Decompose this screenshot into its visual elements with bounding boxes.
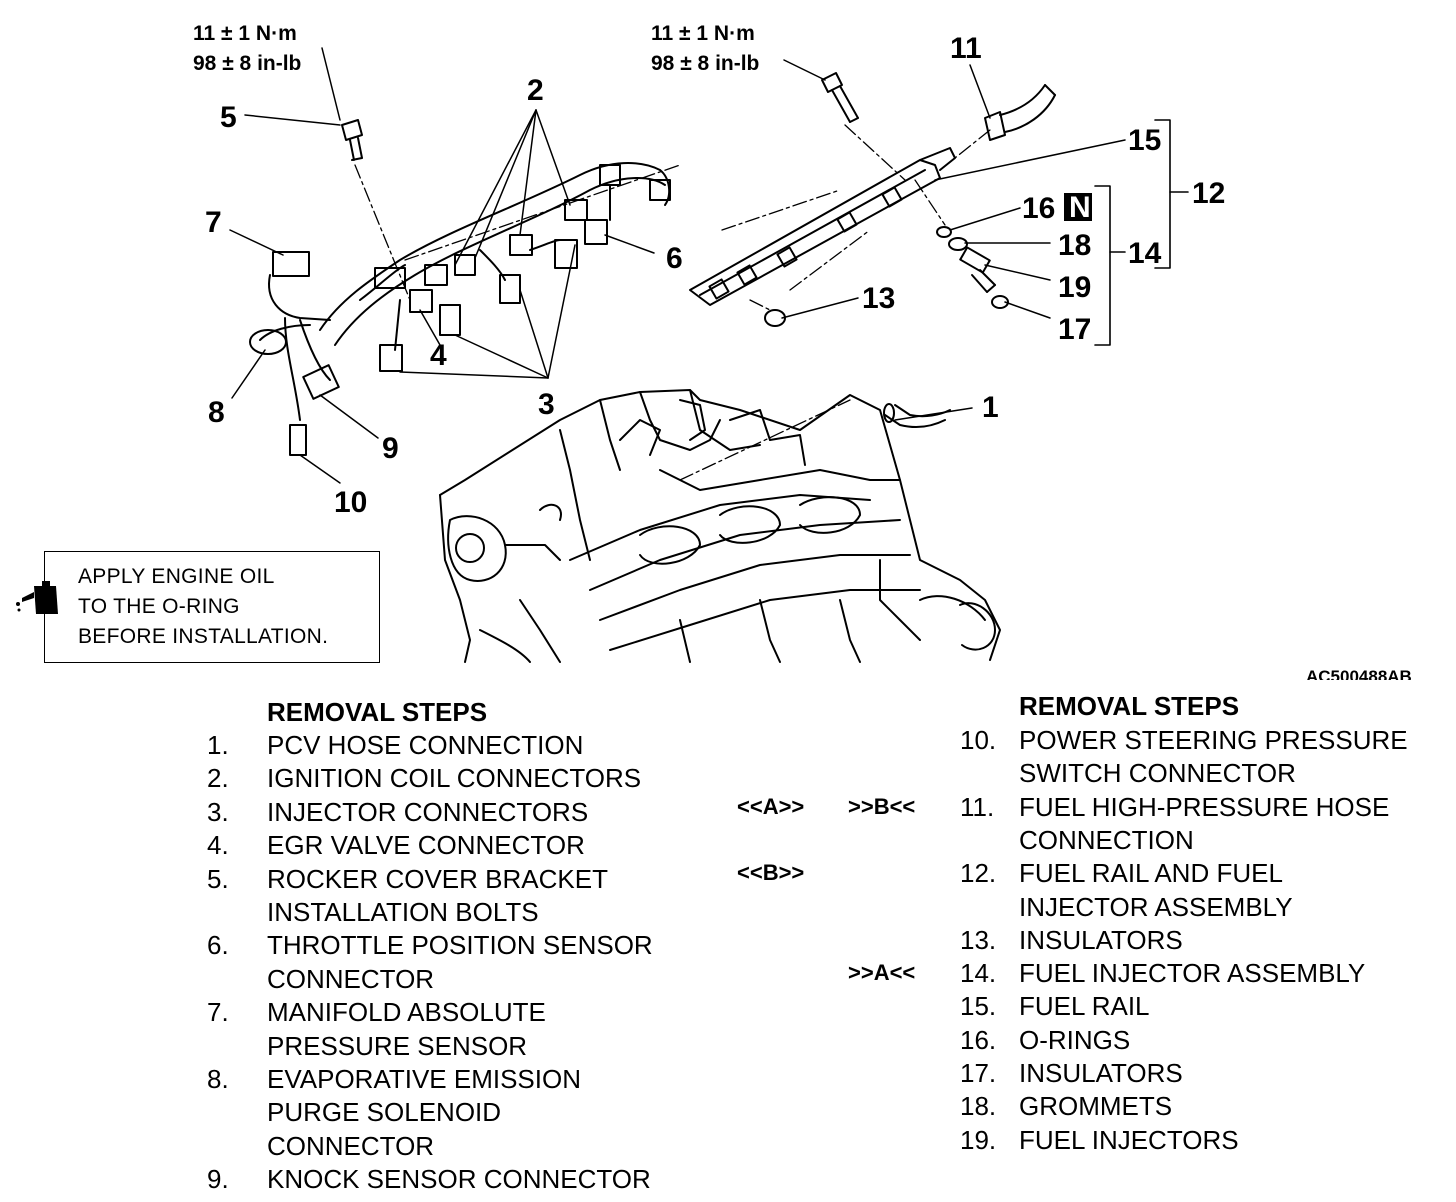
step-text: INSTALLATION BOLTS [267,897,539,927]
callout-11: 11 [950,32,982,65]
step-number: 16. [960,1024,997,1055]
step-number: 17. [960,1058,997,1088]
step-text: CONNECTOR [267,1130,435,1161]
callout-10: 10 [334,486,367,519]
exploded-view-diagram: 1 2 3 4 5 6 7 8 9 10 11 12 13 14 15 16 1… [193,22,1412,680]
engine-assembly-drawing [439,389,1001,663]
right-removal-heading: REMOVAL STEPS [1019,691,1240,721]
step-text: EGR VALVE CONNECTOR [267,830,585,861]
callout-15: 15 [1128,124,1161,157]
step-number: 1. [207,730,229,760]
note-line-3: BEFORE INSTALLATION. [78,625,329,648]
fuel-rail-drawing [689,147,956,306]
callout-8: 8 [208,396,225,429]
step-number: 8. [207,1064,229,1094]
step-number: 12. [960,858,997,889]
fuel-injector-drawing [959,246,996,293]
step-text: POWER STEERING PRESSURE [1019,725,1408,755]
step-number: 3. [207,796,229,827]
callout-13: 13 [862,282,895,315]
callout-12: 12 [1192,177,1225,210]
callout-3: 3 [538,388,555,421]
step-text: FUEL HIGH-PRESSURE HOSE [1019,791,1390,822]
bolt-fuel-rail-drawing [821,72,859,123]
fuel-hose-drawing [984,84,1056,141]
figure-id: AC500488AB [1306,667,1412,680]
step-text: O-RINGS [1019,1024,1131,1055]
callout-18: 18 [1058,229,1091,262]
callout-14: 14 [1128,237,1162,270]
bolt-5-drawing [341,119,363,161]
removal-service-point: <<A>> [737,793,805,819]
step-text: INJECTOR ASSEMBLY [1019,891,1293,922]
step-number: 5. [207,863,229,894]
torque-right-inlb: 98 ± 8 in-lb [651,52,759,75]
torque-right-nm: 11 ± 1 N·m [651,22,755,45]
step-text: FUEL RAIL AND FUEL [1019,858,1283,889]
step-text: PURGE SOLENOID [267,1097,502,1128]
callout-4: 4 [430,339,447,372]
new-part-badge [1064,193,1092,221]
step-text: PRESSURE SENSOR [267,1030,528,1061]
pcv-hose-drawing [883,403,951,429]
installation-service-point: >>A<< [848,960,916,986]
step-text: FUEL RAIL [1019,991,1150,1022]
step-number: 13. [960,924,997,955]
step-text: IGNITION COIL CONNECTORS [267,763,642,794]
step-text: PCV HOSE CONNECTION [267,730,584,760]
step-number: 7. [207,997,229,1028]
step-text: MANIFOLD ABSOLUTE [267,997,546,1028]
oil-can-icon [16,581,58,614]
step-number: 10. [960,725,997,755]
installation-service-point: >>B<< [848,793,916,819]
note-line-1: APPLY ENGINE OIL [78,565,275,588]
step-text: EVAPORATIVE EMISSION [267,1064,581,1094]
step-number: 2. [207,763,229,794]
step-number: 9. [207,1164,229,1195]
callout-19: 19 [1058,271,1091,304]
step-text: CONNECTION [1019,824,1194,855]
step-text: GROMMETS [1019,1091,1173,1122]
step-text: FUEL INJECTORS [1019,1124,1239,1155]
torque-left-inlb: 98 ± 8 in-lb [193,52,301,75]
left-removal-heading: REMOVAL STEPS [267,697,488,727]
step-text: THROTTLE POSITION SENSOR [267,930,653,961]
step-text: SWITCH CONNECTOR [1019,758,1296,789]
step-text: INJECTOR CONNECTORS [267,796,589,827]
callout-7: 7 [205,206,222,239]
callout-17: 17 [1058,313,1091,346]
step-text: FUEL INJECTOR ASSEMBLY [1019,958,1366,989]
step-text: ROCKER COVER BRACKET [267,863,608,894]
step-text: INSULATORS [1019,924,1183,955]
callout-2: 2 [527,74,544,107]
step-number: 19. [960,1124,997,1155]
removal-service-point: <<B>> [737,860,805,886]
step-number: 18. [960,1091,997,1122]
step-text: KNOCK SENSOR CONNECTOR [267,1164,651,1195]
callout-6: 6 [666,242,683,275]
new-part-badge-label: N [1069,191,1091,224]
step-number: 4. [207,830,229,861]
step-number: 15. [960,991,997,1022]
wiring-harness-drawing [249,162,671,456]
callout-1: 1 [982,391,999,424]
note-line-2: TO THE O-RING [78,595,240,618]
callout-9: 9 [382,432,399,465]
step-number: 11. [960,791,995,822]
insulator-13-drawing [764,309,786,327]
step-text: INSULATORS [1019,1058,1183,1088]
step-number: 14. [960,958,997,989]
step-number: 6. [207,930,229,961]
callout-5: 5 [220,101,237,134]
callout-16: 16 [1022,192,1055,225]
torque-left-nm: 11 ± 1 N·m [193,22,297,45]
step-text: CONNECTOR [267,963,435,994]
